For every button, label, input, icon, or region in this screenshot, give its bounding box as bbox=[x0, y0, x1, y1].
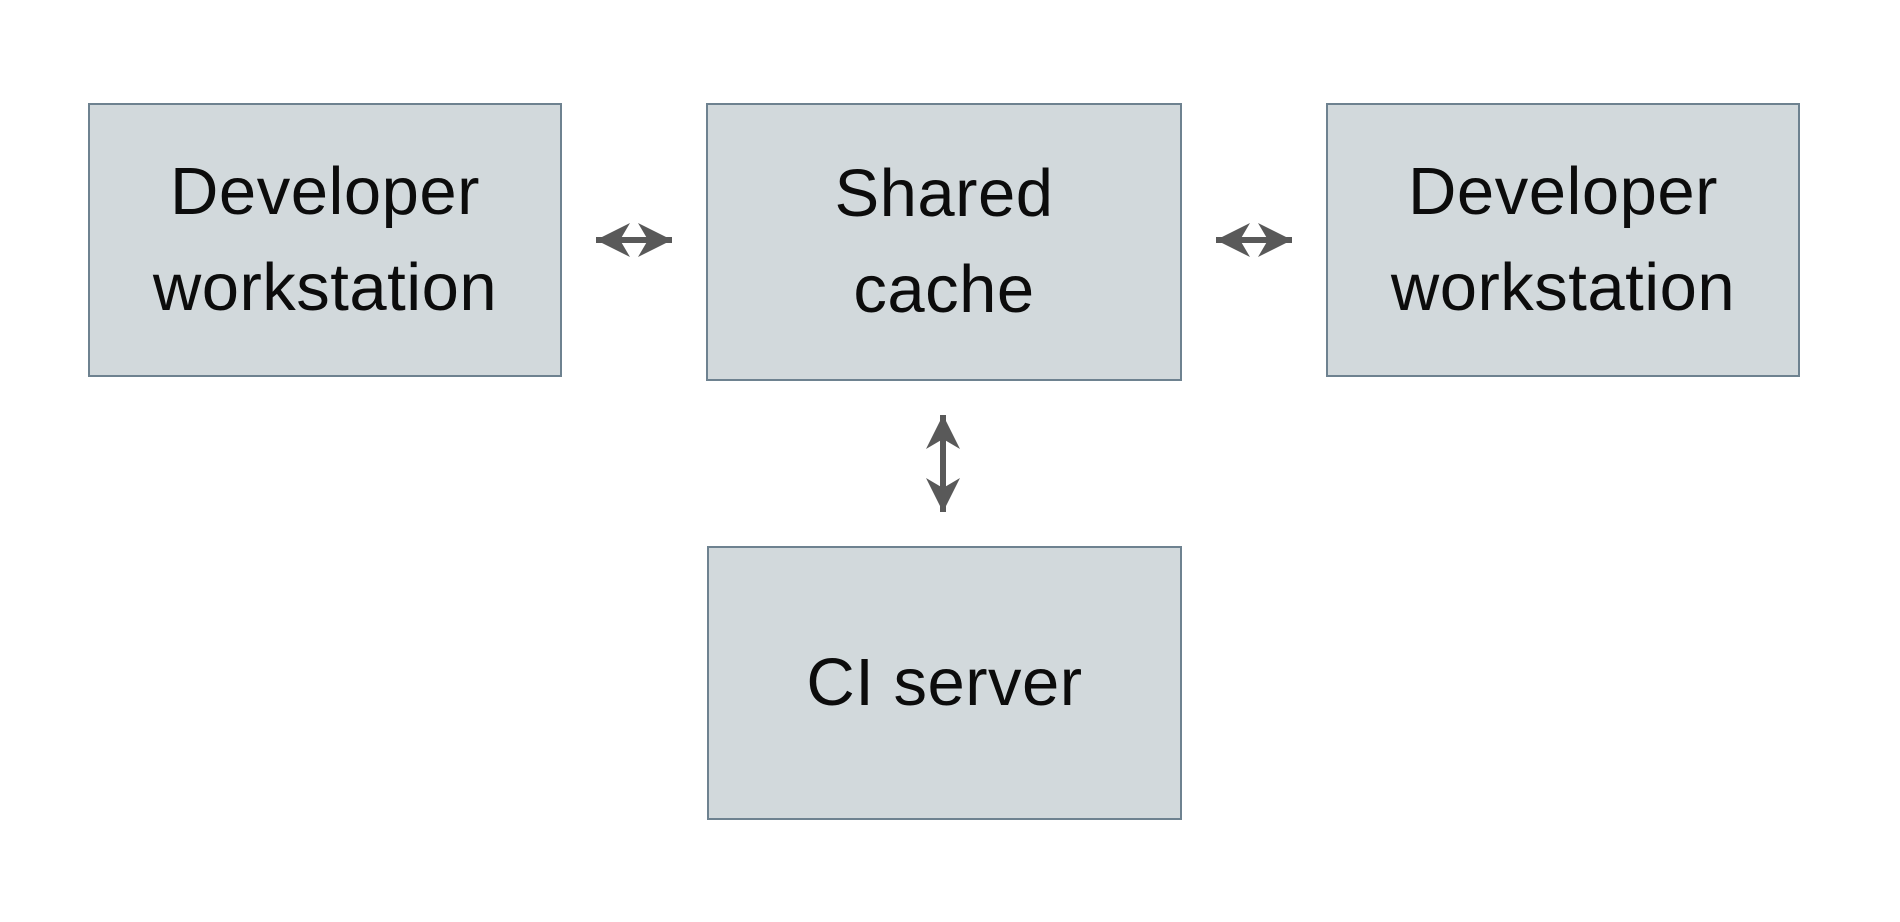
node-label-shared-cache: Shared cache bbox=[834, 155, 1054, 327]
node-ci-server: CI server bbox=[707, 546, 1182, 820]
node-label-developer-workstation-right: Developer workstation bbox=[1390, 153, 1736, 325]
double-arrow-left-cache bbox=[596, 223, 672, 257]
node-developer-workstation-left: Developer workstation bbox=[88, 103, 562, 377]
node-developer-workstation-right: Developer workstation bbox=[1326, 103, 1800, 377]
double-arrow-cache-right bbox=[1216, 223, 1292, 257]
node-shared-cache: Shared cache bbox=[706, 103, 1182, 381]
double-arrow-cache-ci bbox=[926, 415, 960, 512]
node-label-ci-server: CI server bbox=[806, 644, 1083, 720]
node-label-developer-workstation-left: Developer workstation bbox=[152, 153, 498, 325]
